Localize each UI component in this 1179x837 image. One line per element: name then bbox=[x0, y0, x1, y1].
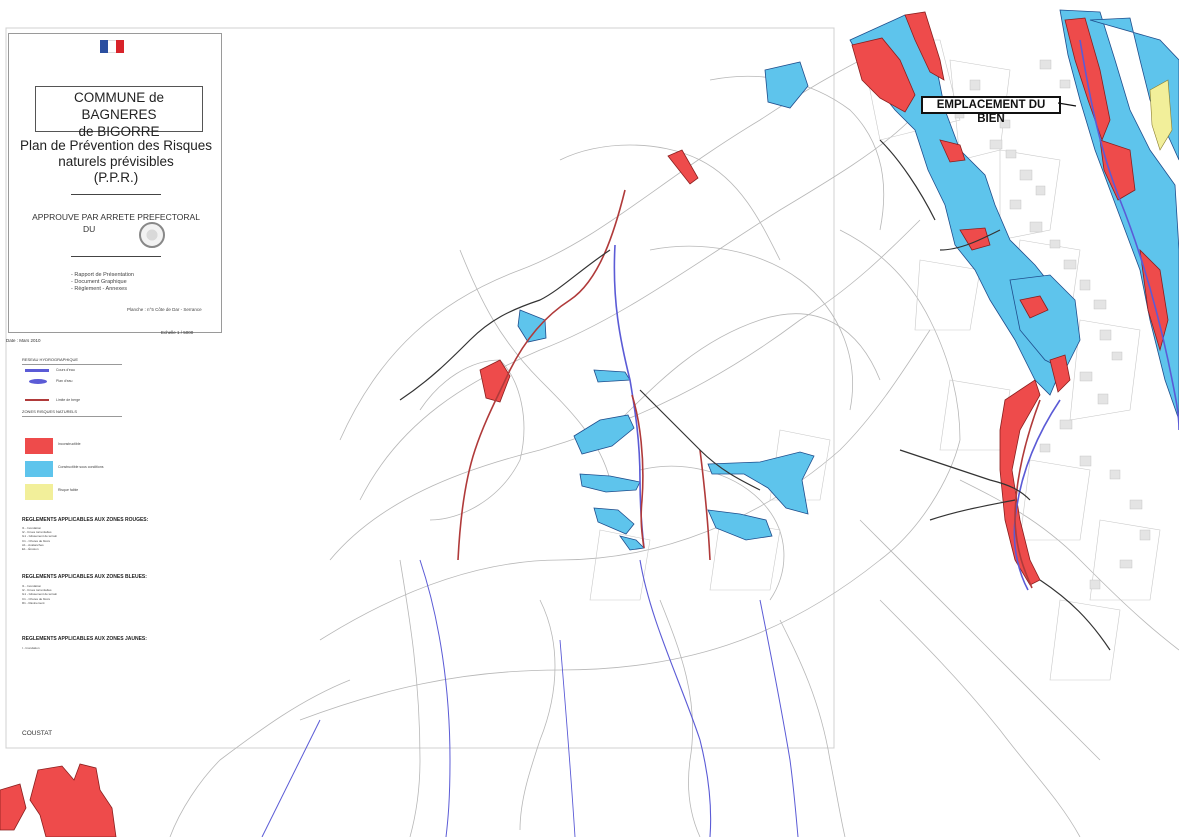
rule-item: E1 - Érosion bbox=[22, 547, 39, 552]
rule-item: A1 - Avalanches bbox=[22, 542, 44, 547]
blue-zone-swatch bbox=[25, 461, 53, 477]
red-rules-list: I1 - Inondation I2 - Crues torrentielles… bbox=[22, 526, 57, 551]
rule-item: C1 - Chutes de blocs bbox=[22, 538, 51, 543]
divider bbox=[22, 416, 122, 417]
planche-label: Planche : n°5 Côte de Dar - Serrance bbox=[127, 307, 202, 312]
approval-text: APPROUVE PAR ARRETE PREFECTORAL bbox=[32, 212, 200, 222]
yellow-zone-swatch bbox=[25, 484, 53, 500]
zones-heading: ZONES RISQUES NATURELS bbox=[22, 409, 78, 414]
hydro-heading: RESEAU HYDROGRAPHIQUE bbox=[22, 357, 79, 362]
rule-item: G1 - Glissement de terrain bbox=[22, 592, 58, 597]
lake-swatch bbox=[29, 379, 47, 384]
divider bbox=[22, 364, 122, 365]
plan-line-1: Plan de Prévention des Risques bbox=[19, 138, 213, 153]
blue-rules-list: I1 - Inondation I2 - Crues torrentielles… bbox=[22, 584, 57, 605]
blue-rules-heading: REGLEMENTS APPLICABLES AUX ZONES BLEUES: bbox=[22, 574, 147, 580]
commune-title: COMMUNE de BAGNERES de BIGORRE bbox=[35, 89, 203, 140]
bank-limit-lines bbox=[457, 189, 1041, 589]
rule-item: I - Inondation bbox=[22, 646, 40, 650]
prefecture-seal-icon bbox=[139, 222, 165, 248]
rule-item: I2 - Crues torrentielles bbox=[22, 530, 52, 535]
commune-line-2: de BIGORRE bbox=[78, 124, 160, 139]
document-item: - Règlement - Annexes bbox=[71, 286, 127, 292]
property-location-callout: EMPLACEMENT DU BIEN bbox=[921, 96, 1061, 125]
document-item: - Rapport de Présentation bbox=[71, 272, 134, 278]
french-flag-icon bbox=[100, 40, 124, 53]
divider bbox=[71, 256, 161, 257]
legend-label: Limite de berge bbox=[56, 398, 81, 402]
legend-label: Plan d'eau bbox=[56, 379, 73, 383]
red-zone-swatch bbox=[25, 438, 53, 454]
approval-date-label: DU bbox=[83, 224, 96, 234]
bank-limit-swatch bbox=[25, 399, 49, 401]
contour-lines bbox=[169, 39, 1179, 837]
commune-line-1: COMMUNE de BAGNERES bbox=[73, 90, 164, 122]
date-label: Date : Mars 2010 bbox=[6, 338, 41, 343]
rule-item: R1 - Ravinement bbox=[22, 600, 45, 605]
yellow-risk-zone bbox=[1149, 79, 1173, 151]
legend-label: Risque faible bbox=[58, 488, 79, 492]
title-block: COMMUNE de BAGNERES de BIGORRE Plan de P… bbox=[8, 33, 222, 335]
rule-item: C1 - Chutes de blocs bbox=[22, 596, 51, 601]
document-item: - Document Graphique bbox=[71, 279, 127, 285]
yellow-rules-list: I - Inondation bbox=[22, 646, 40, 650]
rule-item: I2 - Crues torrentielles bbox=[22, 588, 52, 593]
legend-label: Inconstructible bbox=[58, 442, 81, 446]
red-rules-heading: REGLEMENTS APPLICABLES AUX ZONES ROUGES: bbox=[22, 517, 149, 523]
divider bbox=[71, 194, 161, 195]
document-list: - Rapport de Présentation - Document Gra… bbox=[71, 272, 134, 293]
plan-line-2: naturels prévisibles bbox=[58, 154, 174, 169]
callout-pointer bbox=[1058, 102, 1077, 107]
urban-fabric bbox=[954, 59, 1151, 590]
plan-line-3: (P.P.R.) bbox=[93, 170, 139, 185]
commune-box bbox=[35, 86, 203, 132]
rule-item: I1 - Inondation bbox=[22, 584, 42, 588]
yellow-rules-heading: REGLEMENTS APPLICABLES AUX ZONES JAUNES: bbox=[22, 636, 147, 642]
rule-item: I1 - Inondation bbox=[22, 526, 42, 530]
watercourses bbox=[261, 39, 1179, 837]
legend-label: Cours d'eau bbox=[56, 368, 75, 372]
stream-swatch bbox=[25, 369, 49, 372]
place-name-label: COUSTAT bbox=[22, 730, 53, 737]
legend-label: Constructible sous conditions bbox=[58, 465, 104, 469]
parcel-grid bbox=[589, 39, 1161, 681]
plan-title: Plan de Prévention des Risques naturels … bbox=[17, 138, 215, 186]
road-lines bbox=[399, 139, 1111, 651]
rule-item: G1 - Glissement de terrain bbox=[22, 534, 58, 539]
scale-label: Echelle 1 / 5000 bbox=[161, 330, 194, 335]
red-risk-zones bbox=[0, 11, 1169, 837]
